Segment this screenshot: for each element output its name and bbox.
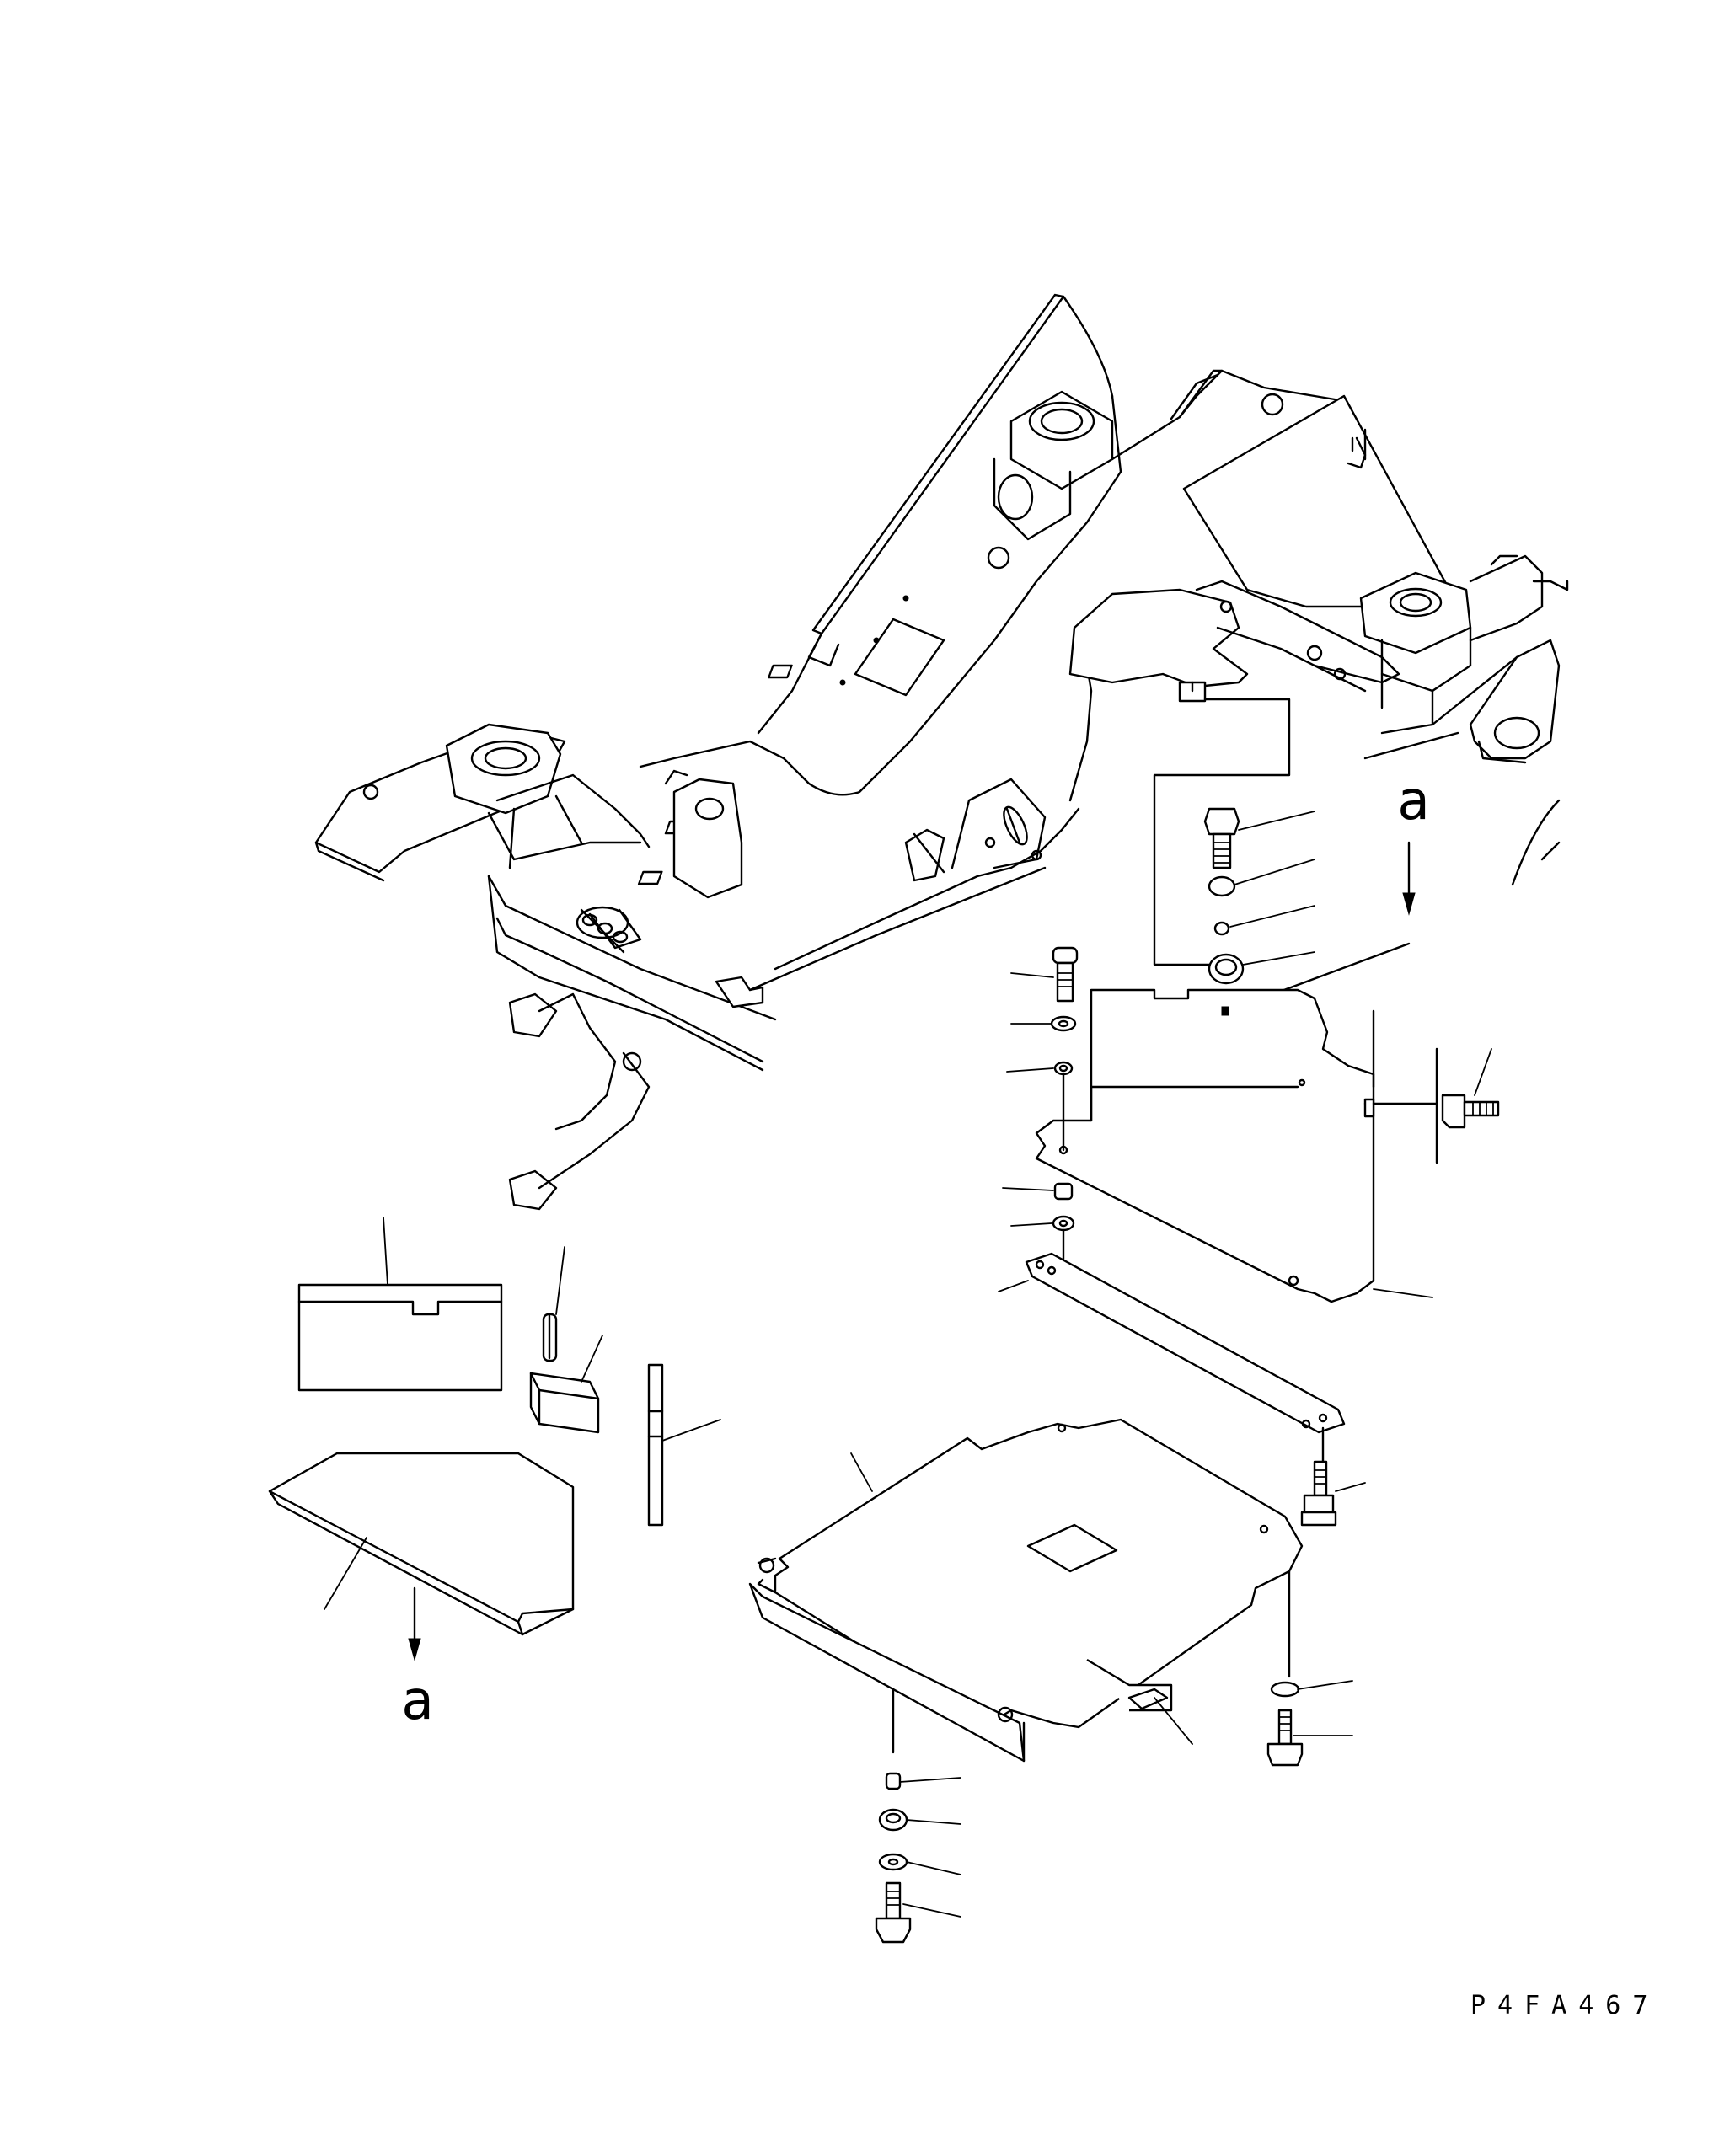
bottom-right-hardware (1266, 1680, 1353, 1767)
floor-mat (268, 1452, 575, 1636)
view-a-marker-lower: a (401, 1586, 434, 1732)
view-a-label-upper: a (1397, 770, 1430, 832)
small-clip (542, 1246, 565, 1362)
support-strap (998, 1252, 1346, 1463)
side-bolt (1441, 1048, 1500, 1129)
rubber-block (529, 1335, 603, 1434)
side-cover-panel (1035, 988, 1438, 1303)
panel-hardware-left (1002, 946, 1079, 1261)
drawing-code: P4FA467 (1470, 1991, 1659, 2020)
view-a-label-lower: a (401, 1670, 434, 1732)
bottom-left-hardware (875, 1772, 961, 1944)
upper-right-assembly (1068, 394, 1569, 886)
bolt-stack-upper (1153, 681, 1315, 985)
vertical-bar (647, 1363, 721, 1527)
main-frame (314, 293, 1341, 1211)
left-plate (297, 1217, 503, 1392)
strap-bolt (1300, 1460, 1366, 1527)
bottom-cover (748, 1418, 1304, 1763)
